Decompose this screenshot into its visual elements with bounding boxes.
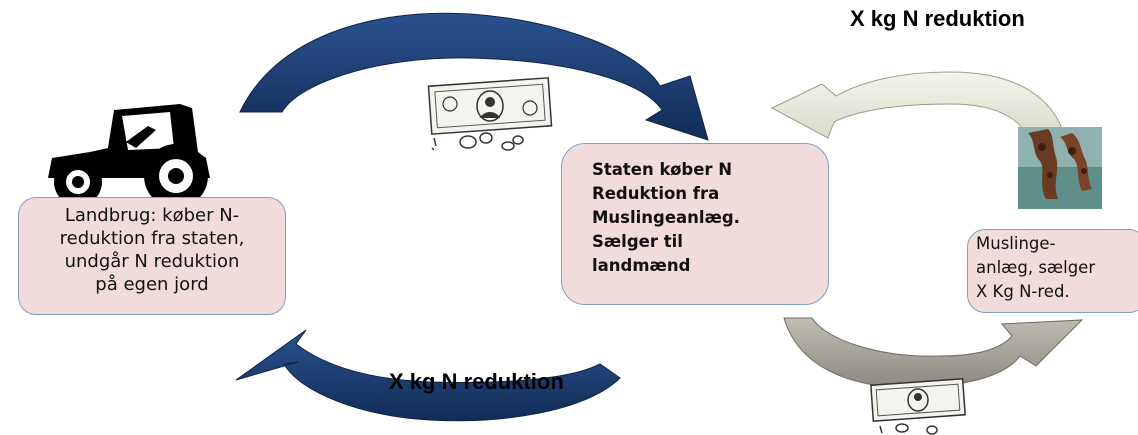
mussel-photo bbox=[1018, 127, 1102, 209]
state-text-line: landmænd bbox=[592, 256, 691, 275]
farm-text-line: på egen jord bbox=[95, 274, 209, 295]
tractor-icon bbox=[48, 104, 210, 208]
arrow-bottom-money-to-mussel bbox=[783, 317, 1084, 389]
arrow-top-n-to-state bbox=[770, 71, 1069, 151]
mussel-farm-box: Muslinge- anlæg, sælger X Kg N-red. bbox=[967, 229, 1138, 313]
money-icon bbox=[870, 378, 966, 435]
farm-text-line: Landbrug: køber N- bbox=[64, 205, 240, 226]
farm-box: Landbrug: køber N- reduktion fra staten,… bbox=[18, 197, 286, 315]
mussel-text-line: Muslinge- bbox=[976, 234, 1056, 253]
mussel-text-line: anlæg, sælger bbox=[976, 258, 1096, 277]
mussel-text-line: X Kg N-red. bbox=[976, 282, 1070, 301]
state-text-line: Muslingeanlæg. bbox=[592, 208, 740, 227]
arrow-top-money-to-state bbox=[239, 12, 709, 141]
money-icon bbox=[427, 77, 553, 151]
state-text-line: Sælger til bbox=[592, 232, 683, 251]
farm-text-line: reduktion fra staten, bbox=[59, 228, 245, 249]
arrow-bottom-n-to-farm bbox=[235, 329, 621, 422]
top-arrow-label: X kg N reduktion bbox=[850, 6, 1025, 31]
state-text-line: Staten køber N bbox=[592, 160, 733, 179]
bottom-arrow-label: X kg N reduktion bbox=[389, 369, 564, 394]
state-box: Staten køber N Reduktion fra Muslingeanl… bbox=[561, 143, 829, 305]
farm-text-line: undgår N reduktion bbox=[64, 251, 240, 272]
state-text-line: Reduktion fra bbox=[592, 184, 720, 203]
